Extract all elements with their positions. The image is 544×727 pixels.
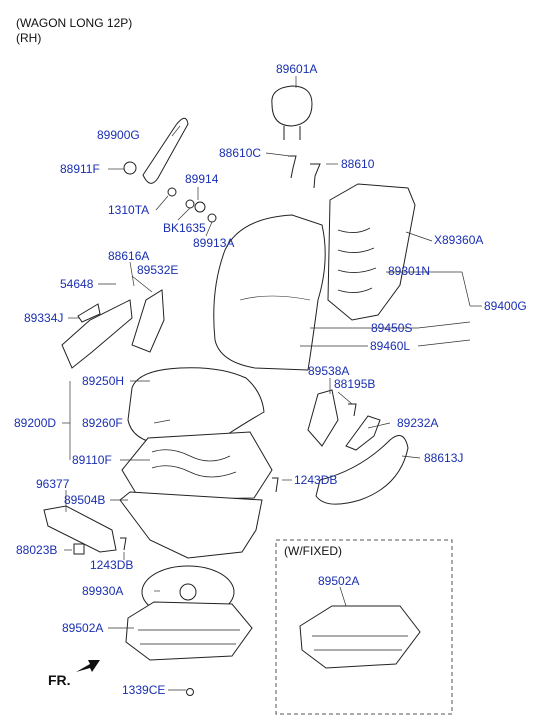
label-BK1635: BK1635 bbox=[163, 221, 206, 235]
label-88195B: 88195B bbox=[334, 377, 376, 391]
recliner-bracket bbox=[131, 289, 165, 353]
label-1243DB-a: 1243DB bbox=[294, 473, 338, 487]
front-label: FR. bbox=[48, 672, 71, 688]
side-cover-right bbox=[315, 435, 409, 505]
label-89502A: 89502A bbox=[62, 621, 104, 635]
leader-lines bbox=[62, 76, 482, 691]
label-89601A: 89601A bbox=[276, 62, 318, 76]
label-89301N: 89301N bbox=[388, 264, 431, 278]
fixed-box bbox=[275, 539, 453, 715]
label-88610C: 88610C bbox=[219, 146, 262, 160]
label-89914: 89914 bbox=[185, 172, 219, 186]
label-89930A: 89930A bbox=[82, 584, 124, 598]
side-trim-left bbox=[61, 299, 133, 369]
label-88616A: 88616A bbox=[108, 249, 150, 263]
label-89400G: 89400G bbox=[484, 299, 527, 313]
label-89200D: 89200D bbox=[14, 416, 57, 430]
front-arrow-icon bbox=[76, 660, 100, 672]
label-89110F: 89110F bbox=[72, 453, 112, 467]
seat-track bbox=[125, 601, 253, 661]
label-89504B: 89504B bbox=[64, 493, 106, 507]
label-88610: 88610 bbox=[341, 157, 375, 171]
recliner-right bbox=[307, 389, 339, 447]
seat-frame bbox=[121, 431, 273, 501]
label-1243DB-b: 1243DB bbox=[90, 558, 134, 572]
fixed-box-title: (W/FIXED) bbox=[284, 544, 342, 558]
label-89913A: 89913A bbox=[193, 236, 235, 250]
label-96377: 96377 bbox=[36, 477, 70, 491]
label-89250H: 89250H bbox=[82, 374, 125, 388]
seat-housing bbox=[119, 491, 263, 559]
label-89334J: 89334J bbox=[24, 311, 64, 325]
header-side: (RH) bbox=[16, 31, 42, 45]
header-model: (WAGON LONG 12P) bbox=[16, 16, 133, 30]
headrest bbox=[271, 85, 313, 127]
label-89232A: 89232A bbox=[397, 416, 439, 430]
seatback-frame bbox=[327, 183, 416, 321]
hinge-cover bbox=[345, 415, 381, 451]
label-89260F: 89260F bbox=[82, 416, 123, 430]
label-89502A-fixed: 89502A bbox=[318, 574, 360, 588]
label-54648: 54648 bbox=[60, 277, 94, 291]
label-88023B: 88023B bbox=[16, 543, 58, 557]
label-1310TA: 1310TA bbox=[108, 203, 150, 217]
armrest bbox=[142, 117, 189, 184]
label-89538A: 89538A bbox=[308, 364, 350, 378]
label-88911F: 88911F bbox=[60, 162, 100, 176]
seatback-cover bbox=[213, 214, 326, 371]
label-89460L: 89460L bbox=[370, 339, 411, 353]
label-89450S: 89450S bbox=[371, 321, 413, 335]
label-89532E: 89532E bbox=[137, 263, 179, 277]
label-89900G: 89900G bbox=[97, 128, 140, 142]
fixed-track bbox=[299, 605, 421, 669]
label-1339CE: 1339CE bbox=[122, 683, 166, 697]
label-88613J: 88613J bbox=[424, 451, 464, 465]
label-X89360A: X89360A bbox=[434, 233, 484, 247]
